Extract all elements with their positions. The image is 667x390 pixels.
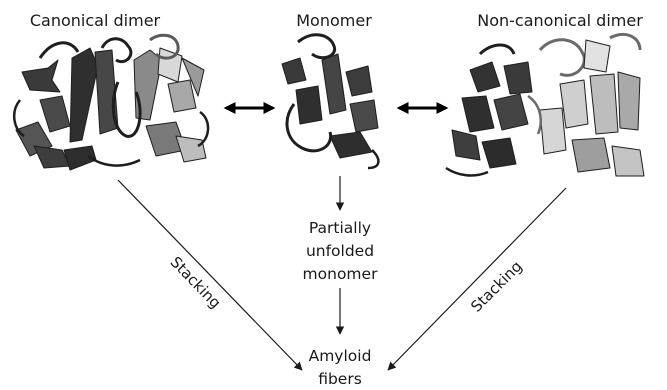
canonical-dimer-structure [14,35,208,170]
stacking-label-left: Stacking [167,253,225,312]
partially-unfolded-monomer-node: Partially unfolded monomer [303,219,379,283]
stacking-arrow-left [118,180,302,370]
monomer-structure [282,35,378,168]
stacking-arrow-right [388,188,566,370]
partially-unfolded-line-2: unfolded [306,242,374,260]
noncanonical-dimer-title: Non-canonical dimer [477,11,643,30]
noncanonical-dimer-structure [446,34,644,176]
amyloid-fibers-node: Amyloid fibers [309,347,372,388]
stacking-label-right: Stacking [467,257,526,316]
canonical-dimer-title: Canonical dimer [30,11,161,30]
partially-unfolded-line-3: monomer [303,265,379,283]
monomer-title: Monomer [296,11,372,30]
amyloid-line-1: Amyloid [309,347,372,365]
partially-unfolded-line-1: Partially [309,219,371,237]
amyloid-line-2: fibers [318,370,362,388]
